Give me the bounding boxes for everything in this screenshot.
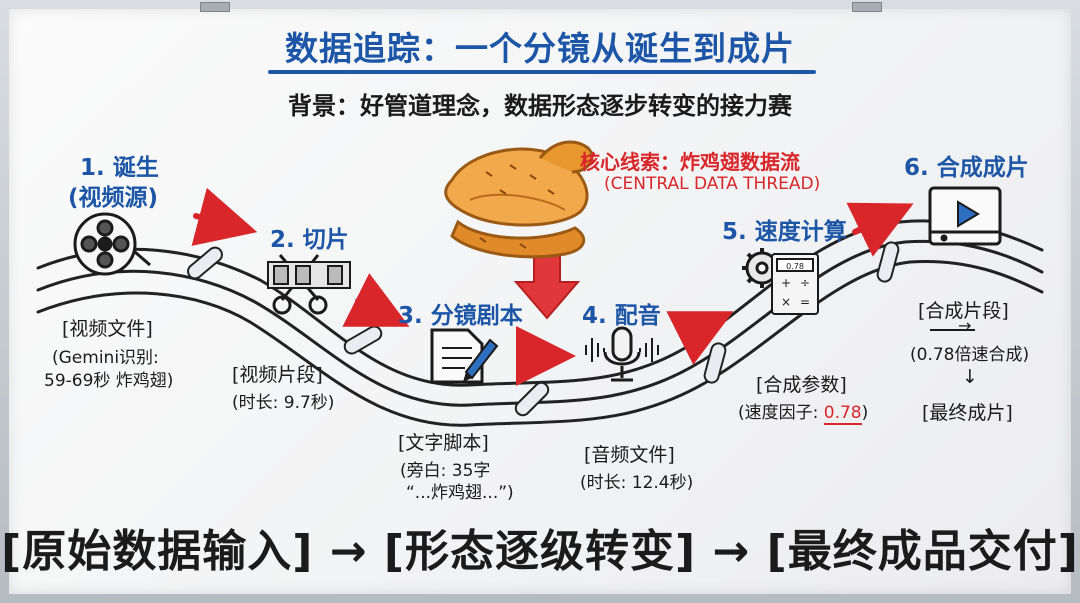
step-3-title: 3. 分镜剧本 bbox=[398, 303, 523, 329]
calculator-key: + bbox=[781, 276, 791, 290]
film-reel-icon bbox=[73, 212, 151, 276]
data-capsule bbox=[343, 325, 383, 355]
chicken-wings-illustration bbox=[444, 140, 594, 259]
step-5-detail-suffix: ) bbox=[861, 403, 869, 423]
calculator-key: ÷ bbox=[800, 276, 810, 290]
film-strip-icon bbox=[267, 261, 351, 289]
step-1-detail-a: (Gemini识别: bbox=[52, 348, 159, 368]
central-down-arrow bbox=[513, 247, 581, 320]
step-2-detail: (时长: 9.7秒) bbox=[232, 393, 335, 413]
data-capsule bbox=[514, 381, 550, 417]
microphone-icon bbox=[603, 326, 641, 382]
step-6-detail: (0.78倍速合成) bbox=[910, 345, 1030, 365]
step-1-subtitle: (视频源) bbox=[68, 185, 159, 211]
step-6-output-box: [合成片段] bbox=[918, 300, 1009, 322]
flow-arrow bbox=[342, 273, 410, 327]
step-1-output-box: [视频文件] bbox=[62, 318, 153, 340]
step-5-output-box: [合成参数] bbox=[756, 374, 847, 396]
calculator-display-value: 0.78 bbox=[786, 262, 804, 271]
pen-icon bbox=[463, 338, 499, 382]
step-6-arrow-down: ↓ bbox=[962, 366, 978, 388]
frame-clip bbox=[200, 2, 230, 12]
page-title: 数据追踪：一个分镜从诞生到成片 bbox=[285, 29, 795, 68]
flow-arrow bbox=[666, 311, 734, 365]
calculator-key: = bbox=[800, 295, 810, 309]
step-3-output-box: [文字脚本] bbox=[398, 432, 489, 454]
step-6-final-box: [最终成片] bbox=[922, 402, 1013, 424]
step-4-title: 4. 配音 bbox=[582, 303, 661, 329]
step-5-detail-prefix: (速度因子: bbox=[738, 403, 824, 423]
data-capsule bbox=[187, 246, 223, 280]
sound-wave-icon bbox=[585, 338, 659, 362]
step-4-detail: (时长: 12.4秒) bbox=[580, 473, 694, 493]
page-subtitle: 背景：好管道理念，数据形态逐步转变的接力赛 bbox=[288, 92, 792, 120]
step-2-output-box: [视频片段] bbox=[232, 364, 323, 386]
step-1-title: 1. 诞生 bbox=[80, 155, 159, 181]
frame-clip bbox=[852, 2, 882, 12]
step-3-detail-a: (旁白: 35字 bbox=[400, 461, 491, 481]
speed-factor-value: 0.78 bbox=[823, 403, 862, 425]
step-2-title: 2. 切片 bbox=[270, 227, 349, 253]
bottom-summary: [原始数据输入] → [形态逐级转变] → [最终成品交付] bbox=[1, 526, 1079, 577]
calculator-icon: 0.78 + ÷ × = bbox=[771, 253, 819, 315]
data-capsules bbox=[187, 241, 900, 417]
core-thread-label: 核心线索：炸鸡翅数据流 bbox=[580, 150, 800, 174]
step-1-detail-b: 59-69秒 炸鸡翅) bbox=[44, 371, 174, 391]
step-6-arrow-right: → bbox=[958, 316, 972, 335]
data-capsule bbox=[703, 342, 727, 384]
step-4-output-box: [音频文件] bbox=[584, 444, 675, 466]
flow-arrow bbox=[846, 202, 914, 257]
step-5-detail: (速度因子: 0.78) bbox=[738, 398, 869, 425]
video-player-icon bbox=[928, 186, 1002, 246]
flow-arrows bbox=[191, 187, 914, 386]
step-3-detail-b: “...炸鸡翅...”) bbox=[406, 483, 514, 503]
core-thread-english: (CENTRAL DATA THREAD) bbox=[604, 174, 821, 194]
title-underline bbox=[268, 70, 816, 74]
step-5-title: 5. 速度计算 bbox=[722, 219, 847, 245]
flow-arrow bbox=[191, 187, 258, 246]
calculator-key: × bbox=[781, 295, 791, 309]
step-6-title: 6. 合成成片 bbox=[904, 155, 1029, 181]
